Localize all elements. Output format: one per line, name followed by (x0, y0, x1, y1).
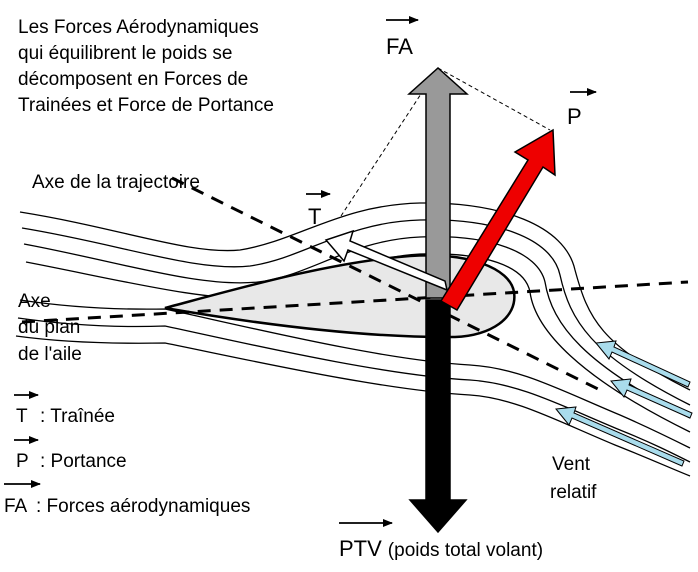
wing-plane-axis-label-1: Axe (18, 291, 51, 312)
t-arrow (324, 229, 449, 292)
t-label: T (308, 204, 321, 229)
legend-p-symbol: P (16, 451, 29, 472)
intro-line-1: Les Forces Aérodynamiques (18, 17, 259, 38)
wing-plane-axis-line (21, 280, 689, 324)
relative-wind-label-2: relatif (550, 482, 597, 503)
legend-fa-symbol: FA (4, 496, 28, 517)
legend-fa-text: : Forces aérodynamiques (36, 496, 250, 517)
relative-wind-label-1: Vent (552, 454, 591, 475)
wing-plane-axis-label-2: du plan (18, 317, 80, 338)
intro-line-2: qui équilibrent le poids se (18, 43, 232, 64)
ptv-note: (poids total volant) (388, 540, 543, 561)
legend-p-text: : Portance (40, 451, 127, 472)
fa-label: FA (386, 34, 413, 59)
ptv-label: PTV(poids total volant) (339, 536, 543, 561)
legend: T : Traînée P : Portance FA : Forces aér… (4, 391, 250, 517)
p-label: P (567, 104, 582, 129)
trajectory-axis-line (171, 176, 601, 392)
ptv-arrow (408, 299, 468, 534)
intro-line-3: décomposent en Forces de (18, 69, 248, 90)
legend-t-text: : Traînée (40, 406, 115, 427)
streamlines (15, 202, 691, 477)
trajectory-axis-label: Axe de la trajectoire (32, 172, 200, 193)
legend-t-symbol: T (16, 406, 28, 427)
relative-wind-arrows (555, 340, 693, 467)
fa-arrow (407, 66, 469, 299)
wing-plane-axis-label-3: de l'aile (18, 344, 82, 365)
p-arrow (439, 128, 556, 312)
intro-line-4: Trainées et Force de Portance (18, 95, 274, 116)
